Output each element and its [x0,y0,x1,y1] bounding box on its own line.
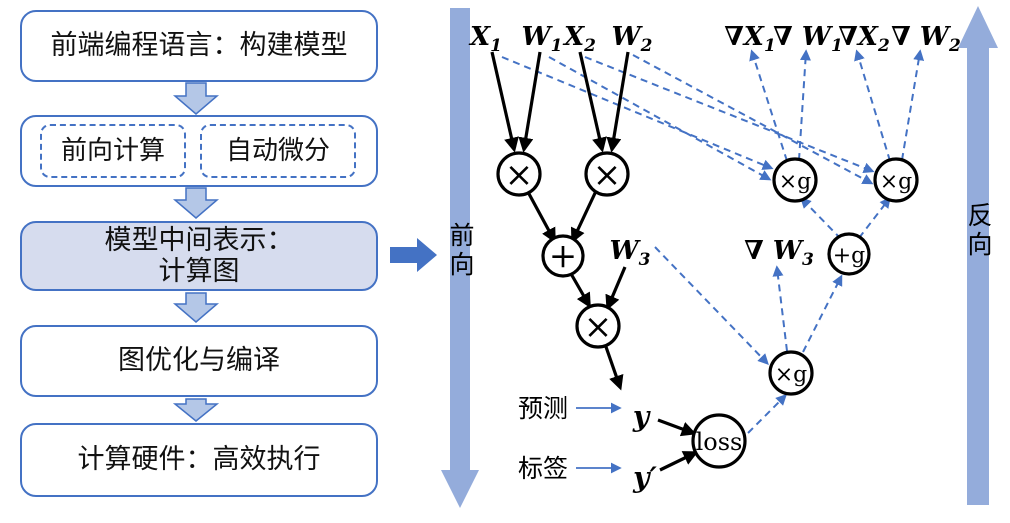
forward-direction-bar [441,8,479,508]
backward-edge [501,56,774,170]
forward-edges [490,51,699,472]
target-label: 标签 [518,455,568,483]
grad-label-w3: ∇ W3 [744,236,814,270]
multiply-grad-node-label: ×g [880,170,913,195]
input-label-w3: W3 [609,236,650,270]
right-arrow-icon [390,238,437,272]
flowchart-box-intermediate-representation: 模型中间表示： 计算图 [20,221,378,291]
flowchart-subbox-forward-compute: 前向计算 [40,124,186,178]
input-label-x2: X2 [562,22,596,56]
down-arrow-icon [172,187,220,219]
grad-label-w2: ∇ W2 [891,22,961,56]
multiply-grad-node-label: ×g [779,170,812,195]
grad-label-w1: ∇ W1 [773,22,843,56]
multiply-grad-node [873,157,919,203]
input-label-w1: W1 [521,22,562,56]
loss-node [691,413,747,469]
add-grad-node-label: +g [833,244,866,269]
multiply-node [575,303,621,349]
forward-edge [570,190,598,244]
backward-direction-bar [958,6,998,505]
flowchart-box-label: 图优化与编译 [118,345,280,376]
flowchart-subbox-label: 前向计算 [60,135,165,166]
multiply-node-label: × [593,155,622,195]
multiply-node-label: × [584,307,613,347]
flowchart-box-autodiff-group: 前向计算 自动微分 [20,115,378,187]
forward-edge [603,343,624,391]
backward-edge [858,196,891,239]
graph-nodes: × × + × loss ×g ×g +g ×g [496,151,919,469]
forward-edge [568,271,591,309]
backward-edge [802,274,843,353]
forward-edge [526,191,556,244]
forward-edge [578,51,607,153]
forward-edge [657,418,697,437]
down-arrow-icon [172,292,220,323]
flowchart-box-label-line1: 模型中间表示： [104,224,294,255]
down-arrow-icon [172,82,220,115]
down-arrow-icon [172,398,220,422]
backward-edge [772,265,788,352]
forward-edge [490,51,519,153]
flowchart-box-hardware: 计算硬件：高效执行 [20,423,378,497]
backward-edge [749,49,788,162]
multiply-node [584,151,630,197]
flowchart-box-label: 前端编程语言：构建模型 [50,30,348,61]
backward-edge [632,54,874,185]
add-node-label: + [549,236,578,276]
backward-edge [584,56,875,174]
flowchart-box-label: 计算硬件：高效执行 [77,444,321,475]
add-node [541,234,585,278]
forward-direction-label: 前向 [446,222,474,280]
input-label-x1: X1 [468,22,502,56]
flowchart-box-label-line2: 计算图 [158,256,240,286]
target-value-label: y′ [632,461,657,494]
forward-edge [606,51,630,153]
multiply-grad-node [772,157,818,203]
grad-label-x2: ∇X2 [838,22,890,56]
multiply-grad-node-label: ×g [775,363,808,388]
backward-edge [747,394,787,434]
multiply-node [496,151,542,197]
input-label-w2: W2 [611,22,652,56]
multiply-node-label: × [505,155,534,195]
multiply-grad-node [768,350,814,396]
prediction-label: 预测 [518,395,568,423]
flowchart-box-graph-optimization: 图优化与编译 [20,325,378,397]
backward-edge [654,246,769,365]
forward-edge [659,451,699,472]
grad-label-x1: ∇X1 [724,22,776,56]
forward-edge [605,266,627,311]
prediction-value-label: y [632,400,651,433]
flowchart-subbox-label: 自动微分 [225,135,330,166]
backward-edge [800,197,842,240]
backward-edge [798,49,811,161]
add-grad-node [827,232,871,276]
backward-edges [501,49,925,434]
flowchart-subbox-auto-diff: 自动微分 [200,124,356,178]
graph-labels: X1 W1 X2 W2 W3 ∇X1 ∇ W1 ∇X2 ∇ W2 ∇ W3 y … [468,22,961,494]
backward-edge [854,49,891,162]
backward-edge [901,49,925,161]
flowchart-box-frontend: 前端编程语言：构建模型 [20,10,378,82]
backward-direction-label: 反向 [964,202,992,260]
forward-edge [518,51,542,153]
loss-node-label: loss [696,428,743,456]
